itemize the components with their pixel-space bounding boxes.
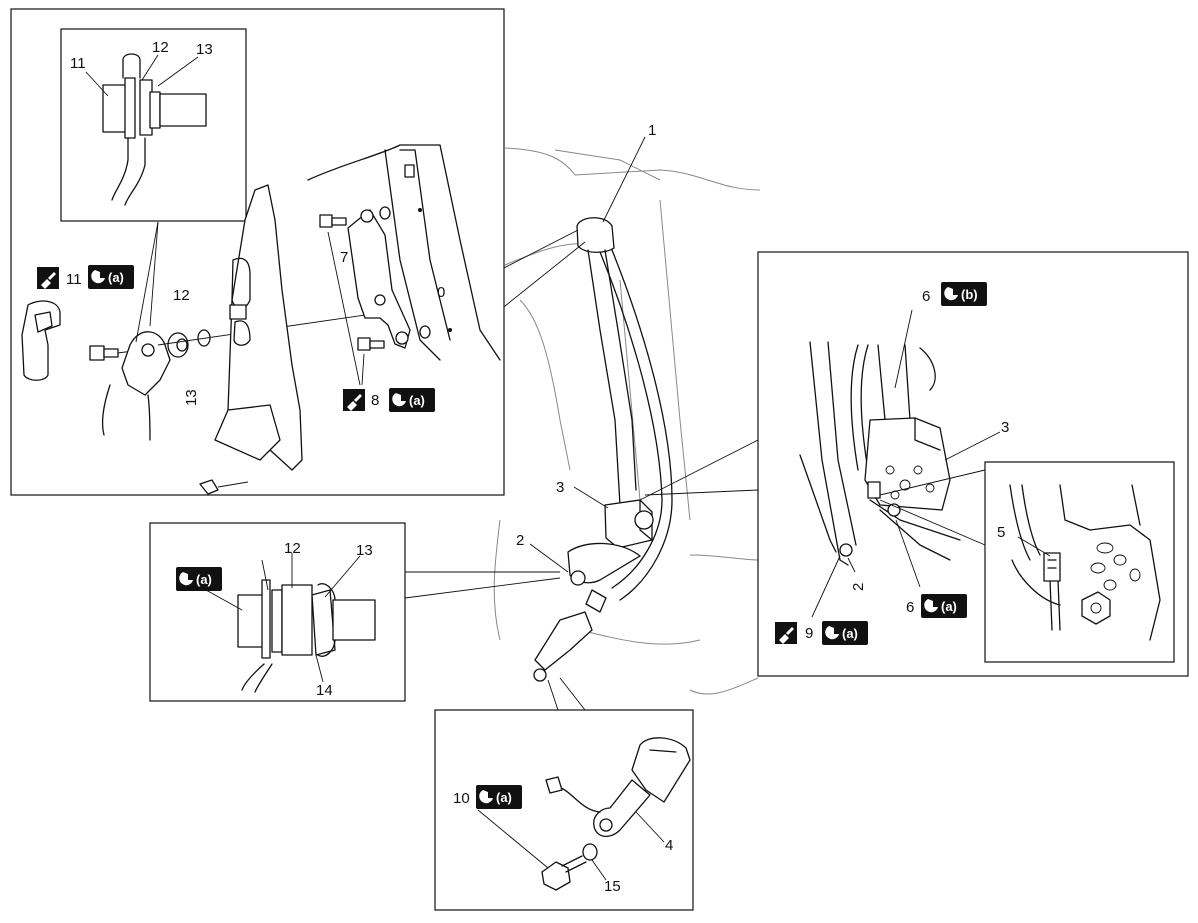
shoulder-belt-guide xyxy=(576,217,615,253)
svg-text:10: 10 xyxy=(453,790,470,807)
svg-text:(a): (a) xyxy=(409,393,425,408)
callout-15: 15 xyxy=(604,878,621,895)
callout-11-mid-group: 11 (a) xyxy=(37,265,134,289)
callout-2-main: 2 xyxy=(516,532,524,549)
callout-12-mid: 12 xyxy=(173,287,190,304)
svg-text:(b): (b) xyxy=(961,287,978,302)
callout-13-top: 13 xyxy=(196,41,213,58)
bolt-11 xyxy=(89,345,105,361)
callout-4: 4 xyxy=(665,837,673,854)
svg-text:(a): (a) xyxy=(108,270,124,285)
sensor-inset-drawing xyxy=(1009,484,1161,641)
callout-1: 1 xyxy=(648,122,656,139)
callout-12-detail: 12 xyxy=(284,540,301,557)
upper-anchor-parts xyxy=(89,221,401,441)
belt-tongue xyxy=(585,589,607,613)
anchor-bolt-detail-drawing xyxy=(205,553,376,693)
leader-lines-main xyxy=(404,136,759,711)
washer-15 xyxy=(582,843,598,861)
anchor-bolt xyxy=(570,570,586,586)
seat-belt-main xyxy=(533,217,673,682)
callout-12-top: 12 xyxy=(152,39,169,56)
callout-2-right: 2 xyxy=(850,583,867,591)
callout-13-detail: 13 xyxy=(356,542,373,559)
svg-text:6: 6 xyxy=(922,288,930,305)
retractor-detail-drawing xyxy=(799,309,1001,618)
sensor-5 xyxy=(1043,552,1061,582)
height-adjuster xyxy=(347,209,411,349)
callout-9-group: 9 (a) xyxy=(775,621,868,645)
pillar-trim xyxy=(199,184,303,495)
callout-7: 7 xyxy=(340,249,348,266)
svg-text:(a): (a) xyxy=(196,572,212,587)
svg-text:6: 6 xyxy=(906,599,914,616)
callout-3-main: 3 xyxy=(556,479,564,496)
callout-13-mid: 13 xyxy=(183,389,200,406)
svg-text:(a): (a) xyxy=(842,626,858,641)
svg-text:(a): (a) xyxy=(496,790,512,805)
vehicle-body-outline xyxy=(493,147,761,695)
svg-text:8: 8 xyxy=(371,392,379,409)
svg-text:(a): (a) xyxy=(941,599,957,614)
svg-text:11: 11 xyxy=(66,271,82,288)
sensor-inset-frame xyxy=(984,461,1175,663)
detail-torque-badge: (a) xyxy=(176,567,222,591)
bolt-10 xyxy=(541,861,571,891)
anchor-cover xyxy=(21,300,61,381)
callout-3-right: 3 xyxy=(1001,419,1009,436)
callout-6-top-group: 6 (b) xyxy=(922,282,987,306)
buckle-detail-drawing xyxy=(477,737,691,891)
callout-11-top: 11 xyxy=(70,55,86,72)
callout-8-group: 8 (a) xyxy=(343,388,435,412)
callout-14: 14 xyxy=(316,682,333,699)
svg-text:9: 9 xyxy=(805,625,813,642)
buckle-in-car xyxy=(534,611,593,671)
callout-10-group: 10 (a) xyxy=(453,785,522,809)
seat-belt-buckle xyxy=(631,737,691,803)
pillar-body-and-adjuster: 0 xyxy=(307,144,501,386)
callout-6-bottom-group: 6 (a) xyxy=(906,594,967,618)
callout-5: 5 xyxy=(997,524,1005,541)
adjuster-bolt-lower xyxy=(357,337,371,351)
svg-text:0: 0 xyxy=(437,284,445,301)
adjuster-bolt-upper xyxy=(319,214,333,228)
upper-anchor-inset-drawing xyxy=(85,53,207,206)
